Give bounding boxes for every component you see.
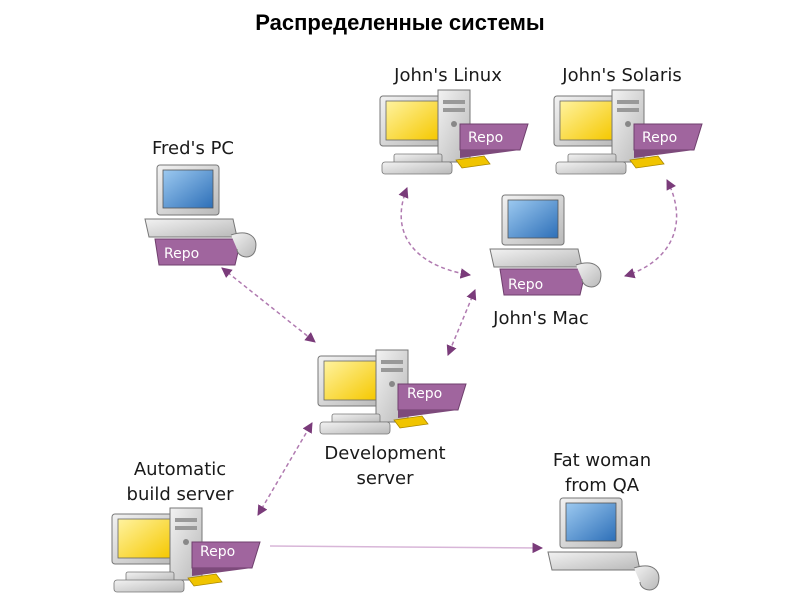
repo-label: Repo	[642, 130, 677, 146]
repo-label: Repo	[468, 130, 503, 146]
node-label: build server	[127, 484, 235, 505]
connections	[221, 179, 678, 554]
pc-icon	[489, 194, 602, 296]
link-freds-pc-dev-server	[221, 267, 316, 343]
node-label: Fred's PC	[152, 138, 234, 159]
node-johns-solaris: Repo John's Solaris	[553, 65, 703, 175]
workstation-icon	[111, 507, 261, 593]
repo-label: Repo	[407, 386, 442, 402]
node-label: from QA	[565, 475, 640, 496]
node-label: server	[357, 468, 415, 489]
link-linux-mac	[398, 187, 472, 279]
link-solaris-mac	[623, 179, 678, 279]
node-label: Development	[324, 443, 445, 464]
node-label: John's Mac	[492, 308, 589, 329]
node-freds-pc: Repo Fred's PC	[144, 138, 257, 266]
link-build-server-qa	[269, 542, 544, 554]
node-johns-mac: Repo John's Mac	[489, 194, 602, 329]
workstation-icon	[553, 89, 703, 175]
link-mac-dev-server	[446, 289, 477, 356]
repo-label: Repo	[200, 544, 235, 560]
node-johns-linux: Repo John's Linux	[379, 65, 529, 175]
node-label: John's Linux	[393, 65, 502, 86]
pc-icon	[144, 164, 257, 266]
node-label: John's Solaris	[561, 65, 681, 86]
workstation-icon	[379, 89, 529, 175]
node-qa: Fat woman from QA	[547, 450, 660, 591]
node-build-server: Repo Automatic build server	[111, 459, 261, 593]
node-development-server: Repo Development server	[317, 349, 467, 489]
workstation-icon	[317, 349, 467, 435]
node-label: Fat woman	[553, 450, 651, 471]
repo-label: Repo	[164, 246, 199, 262]
repo-label: Repo	[508, 277, 543, 293]
link-build-server-dev-server	[257, 422, 313, 516]
pc-icon	[547, 497, 660, 591]
node-label: Automatic	[134, 459, 226, 480]
diagram-title: Распределенные системы	[255, 10, 545, 35]
